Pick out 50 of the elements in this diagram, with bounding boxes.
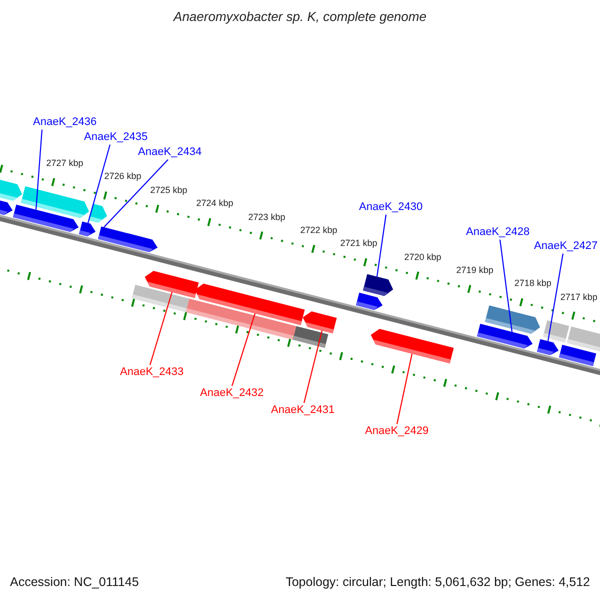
gene-label: AnaeK_2430 <box>359 201 423 214</box>
gene-feature <box>542 320 570 342</box>
gene-feature <box>370 328 454 364</box>
gene-feature <box>144 270 199 298</box>
gene-label: AnaeK_2432 <box>200 387 264 400</box>
gene-label: AnaeK_2428 <box>466 226 530 239</box>
scale-label: 2717 kbp <box>560 292 598 302</box>
scale-label: 2724 kbp <box>196 198 234 208</box>
gene-feature <box>88 204 108 223</box>
scale-label: 2718 kbp <box>514 278 552 289</box>
leader-line <box>499 240 513 332</box>
leader-line <box>303 330 323 404</box>
gene-label: AnaeK_2433 <box>120 366 184 379</box>
scale-label: 2722 kbp <box>300 224 338 236</box>
leader-line <box>104 159 168 228</box>
gene-label: AnaeK_2429 <box>365 425 429 438</box>
scale-label: 2719 kbp <box>456 264 494 276</box>
gene-label: AnaeK_2427 <box>534 240 598 253</box>
gene-feature <box>0 177 22 201</box>
gene-feature <box>302 311 337 334</box>
gene-label: AnaeK_2436 <box>33 116 97 129</box>
leader-line <box>376 214 387 277</box>
leader-line <box>35 130 43 210</box>
scale-label: 2721 kbp <box>340 238 378 249</box>
scale-label: 2725 kbp <box>150 184 188 196</box>
scale-label: 2727 kbp <box>46 158 84 168</box>
gene-label: AnaeK_2435 <box>84 131 148 144</box>
leader-line <box>396 354 413 424</box>
scale-label: 2726 kbp <box>104 171 142 182</box>
leader-line <box>547 254 564 342</box>
leader-line <box>231 313 256 386</box>
title: Anaeromyxobacter sp. K, complete genome <box>172 10 428 25</box>
gene-feature <box>79 222 96 236</box>
gene-feature <box>566 326 600 352</box>
gene-feature <box>537 339 559 356</box>
gene-feature <box>194 284 305 326</box>
scale-label: 2720 kbp <box>404 252 442 262</box>
gene-feature <box>362 274 394 296</box>
leader-line <box>87 144 111 224</box>
scale-label: 2723 kbp <box>248 212 286 222</box>
gene-label: AnaeK_2431 <box>271 404 335 417</box>
gene-feature <box>356 292 383 310</box>
gene-feature <box>0 200 13 215</box>
gene-feature <box>477 324 533 348</box>
accession-text: Accession: NC_011145 <box>10 575 139 590</box>
genome-info-text: Topology: circular; Length: 5,061,632 bp; Genes: 4,512 <box>286 575 590 590</box>
gene-label: AnaeK_2434 <box>138 146 202 159</box>
gene-feature <box>98 226 158 252</box>
gene-feature <box>13 204 79 232</box>
leader-line <box>149 292 173 366</box>
